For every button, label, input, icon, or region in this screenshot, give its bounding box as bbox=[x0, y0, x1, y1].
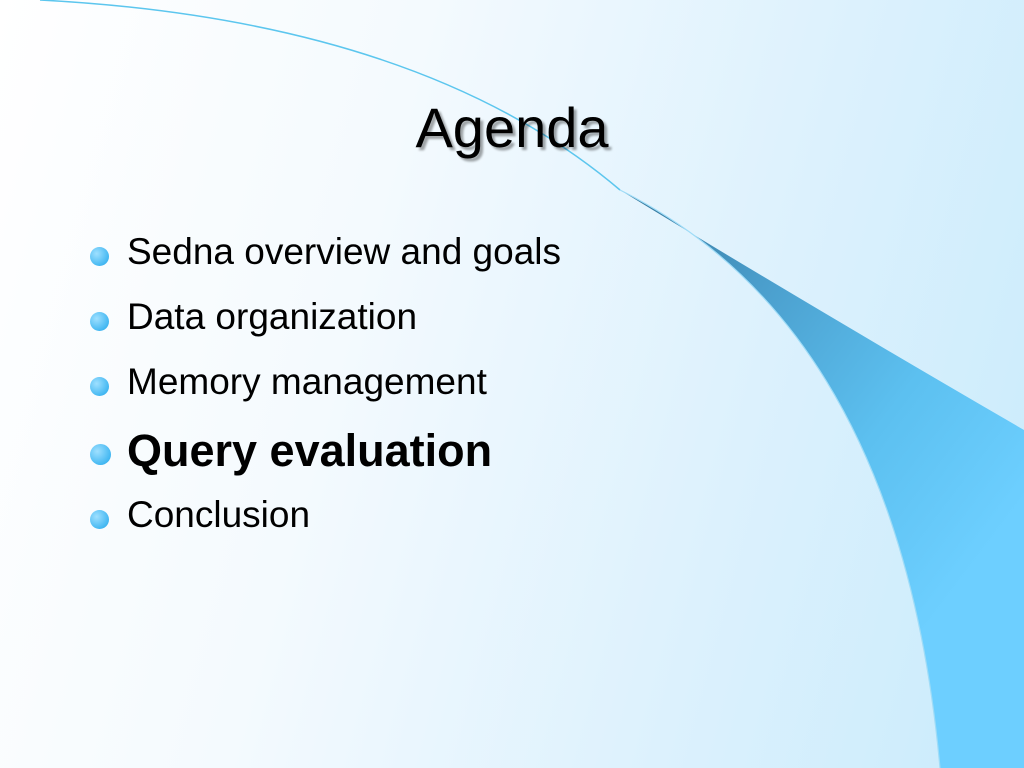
right-blue-region bbox=[620, 190, 1024, 768]
list-item-emphasized: Query evaluation bbox=[90, 428, 561, 478]
list-item-text: Memory management bbox=[127, 361, 487, 402]
list-item: Data organization bbox=[90, 298, 561, 342]
agenda-list: Sedna overview and goals Data organizati… bbox=[90, 233, 561, 561]
blue-region-edge bbox=[619, 189, 941, 768]
list-item-text: Query evaluation bbox=[127, 425, 493, 476]
list-item: Memory management bbox=[90, 363, 561, 407]
list-item: Conclusion bbox=[90, 496, 561, 540]
list-item-text: Data organization bbox=[127, 296, 418, 337]
top-arc-line bbox=[39, 0, 621, 191]
slide-title: Agenda bbox=[415, 96, 609, 159]
bullet-dot-icon bbox=[90, 444, 111, 465]
bullet-dot-icon bbox=[90, 312, 109, 331]
bullet-dot-icon bbox=[90, 510, 109, 529]
list-item-text: Conclusion bbox=[127, 494, 311, 535]
list-item: Sedna overview and goals bbox=[90, 233, 561, 277]
bullet-dot-icon bbox=[90, 377, 109, 396]
bullet-dot-icon bbox=[90, 247, 109, 266]
list-item-text: Sedna overview and goals bbox=[127, 231, 562, 272]
